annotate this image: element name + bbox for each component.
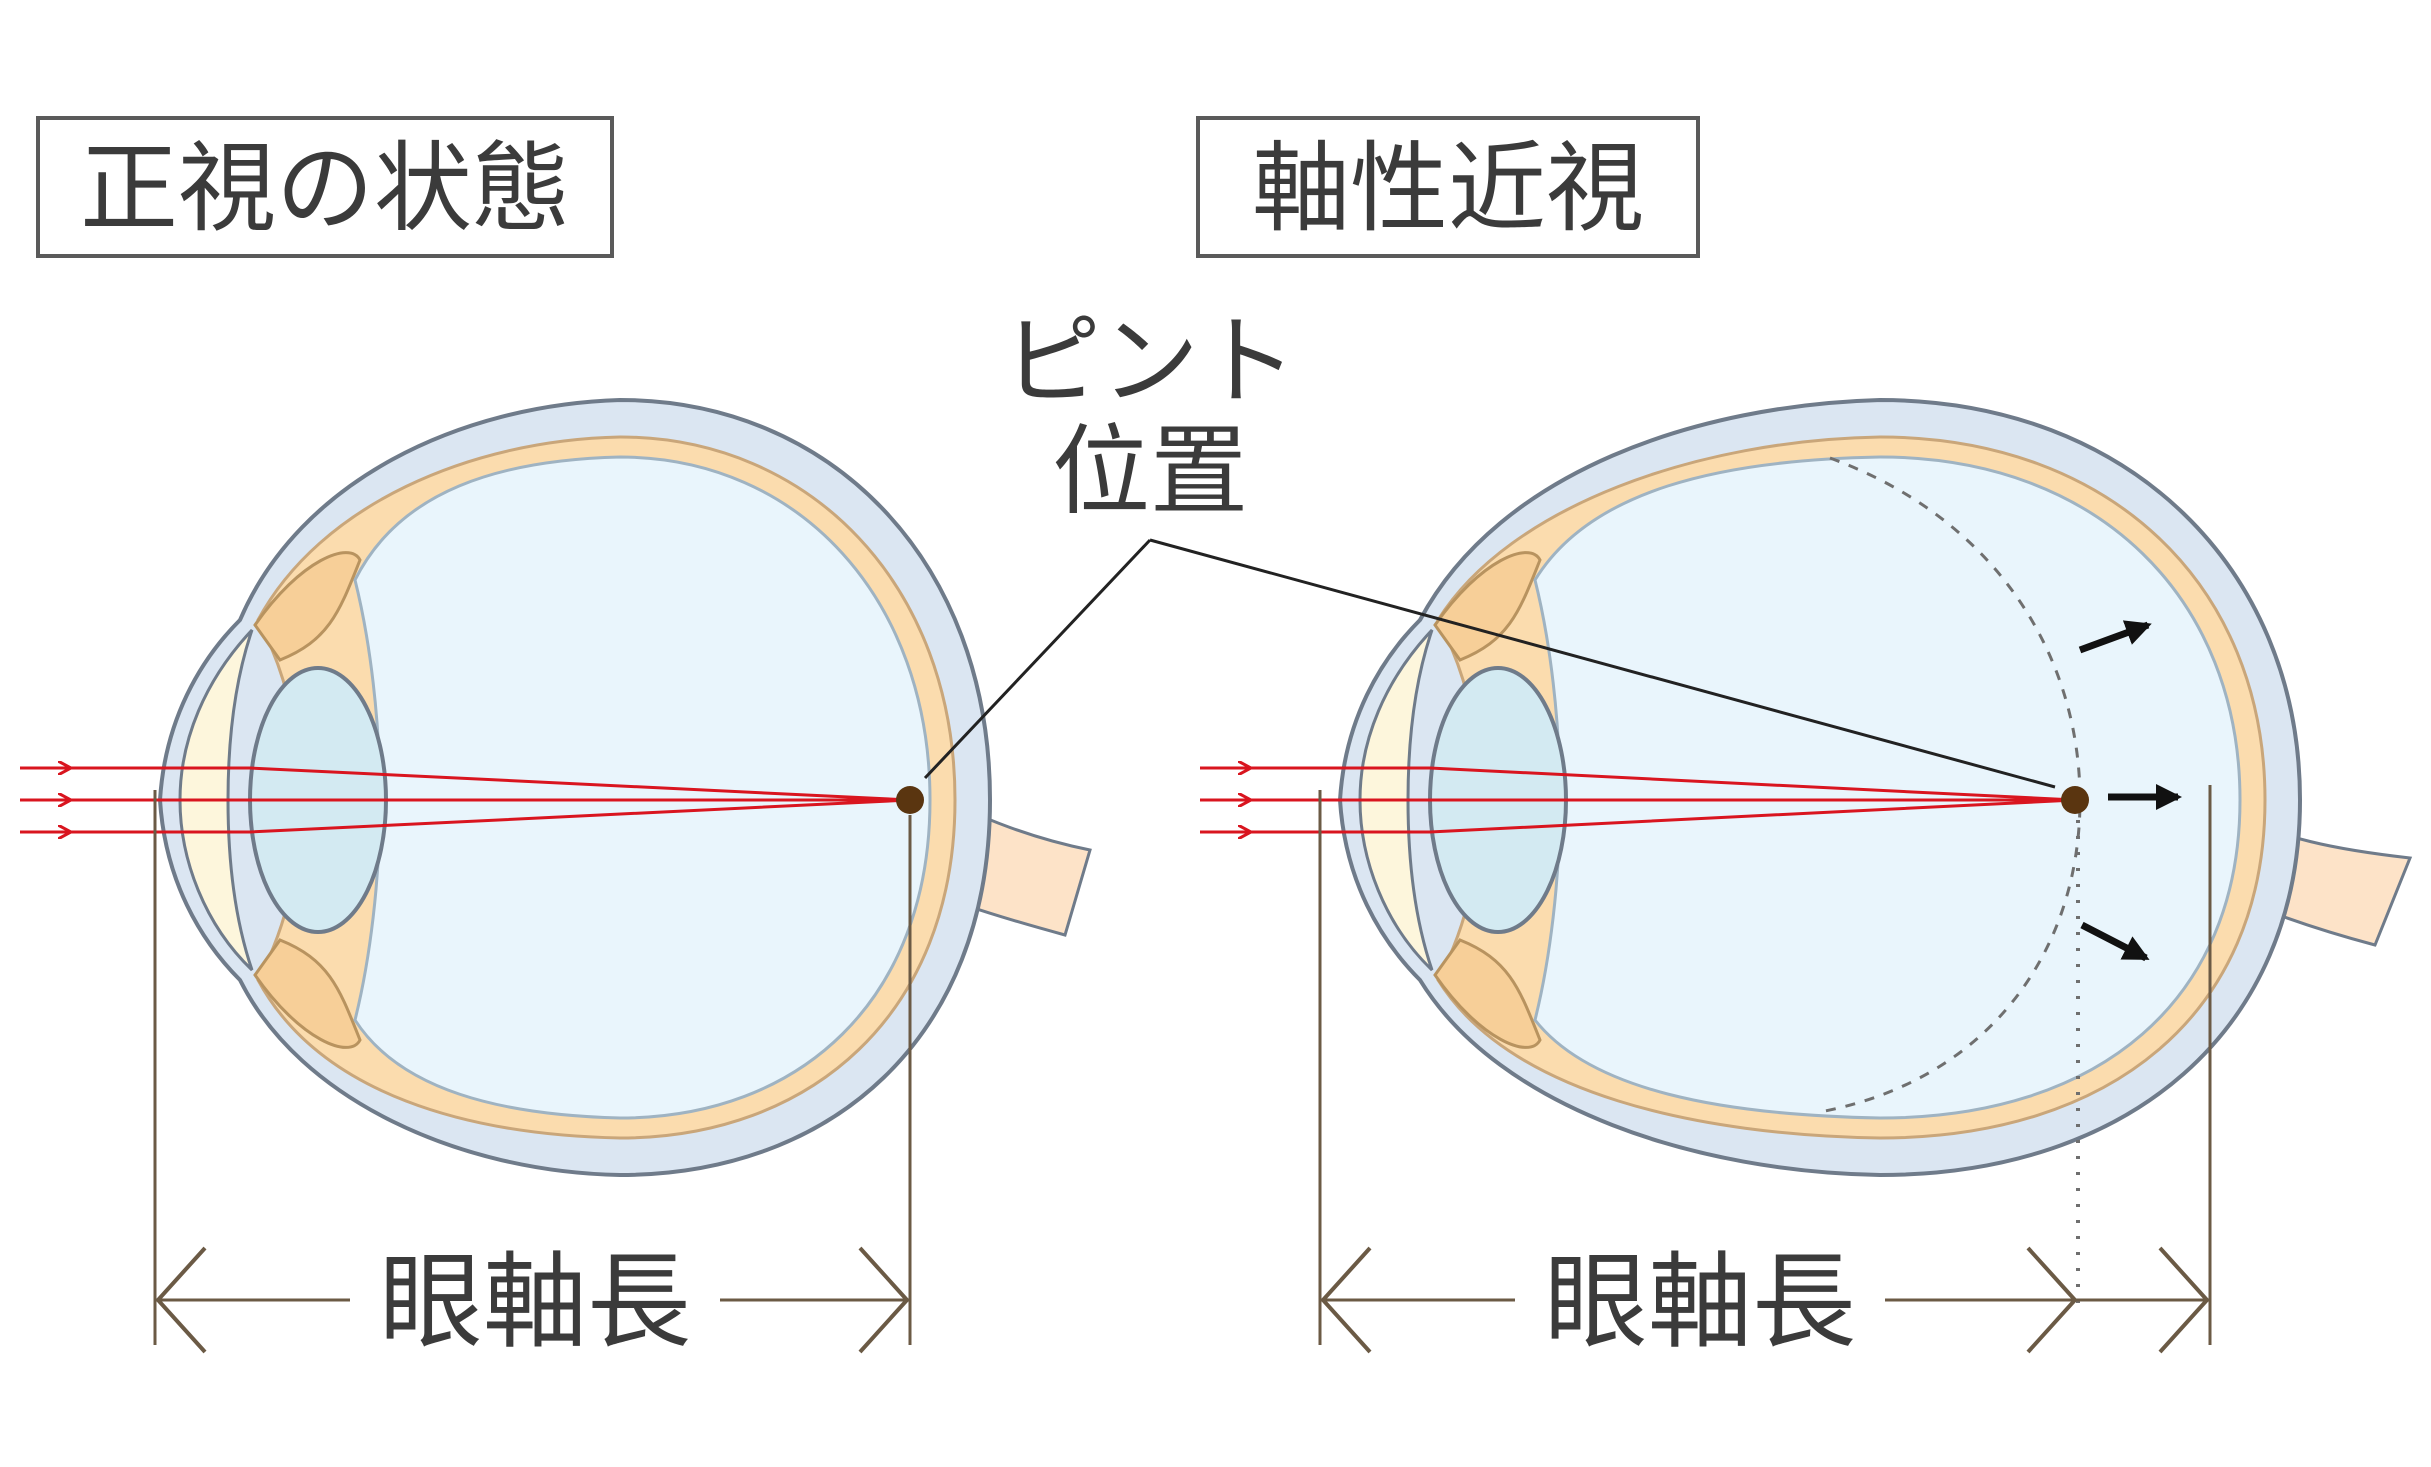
- normal-title: 正視の状態: [80, 132, 570, 246]
- myopia-title-box: 軸性近視: [1196, 116, 1700, 258]
- axial-length-label-right: 眼軸長: [1544, 1241, 1856, 1363]
- callout-leader-right: [1149, 538, 2056, 789]
- myopia-title: 軸性近視: [1252, 132, 1644, 246]
- callout-leader-left: [923, 538, 1152, 780]
- light-ray-path-top: [70, 766, 911, 802]
- myopic-eye: [1200, 397, 2413, 1178]
- ciliary-body-lower: [253, 938, 362, 1049]
- light-ray-path-bottom: [70, 798, 911, 834]
- light-ray-path-top-myopic: [1250, 766, 2076, 802]
- focus-label-line2: 位置: [1052, 415, 1248, 529]
- ciliary-body-upper: [253, 551, 362, 662]
- vitreous-body-myopic: [1533, 455, 2242, 1120]
- ciliary-body-lower-myopic: [1433, 938, 1542, 1049]
- ciliary-body-upper-myopic: [1433, 551, 1542, 662]
- focus-callout: ピント 位置: [923, 305, 2056, 789]
- axial-length-dimension-right: 眼軸長: [1318, 785, 2212, 1363]
- elongation-arrow-upper: [2078, 620, 2152, 654]
- normal-title-box: 正視の状態: [36, 116, 614, 258]
- axial-length-label-left: 眼軸長: [379, 1241, 691, 1363]
- focus-point-normal: [896, 786, 924, 814]
- normal-eye: [20, 397, 1092, 1178]
- focus-point-myopic: [2061, 786, 2089, 814]
- elongation-arrow-lower: [2080, 921, 2150, 962]
- original-retina-dashed: [1819, 456, 2082, 1114]
- light-ray-path-bottom-myopic: [1250, 798, 2076, 834]
- focus-label-line1: ピント: [1003, 305, 1297, 419]
- axial-length-dimension-left: 眼軸長: [153, 790, 912, 1363]
